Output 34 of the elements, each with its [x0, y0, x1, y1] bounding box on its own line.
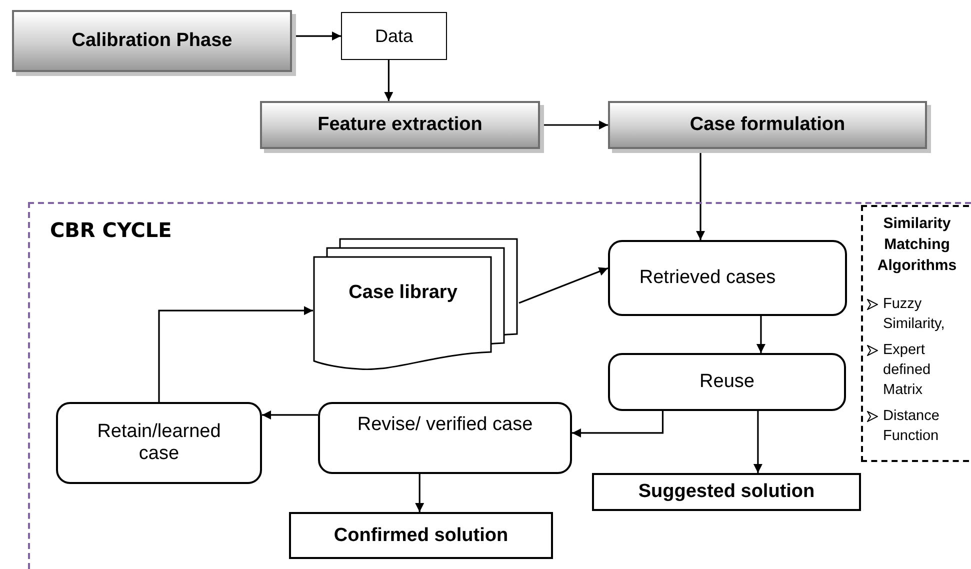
- algorithm-list-panel: [861, 205, 969, 462]
- process-box: [318, 402, 572, 474]
- result-box: [289, 512, 553, 559]
- arrow: [158, 306, 313, 402]
- list-item: Distance Function: [883, 407, 940, 446]
- node-label: Confirmed solution: [334, 524, 508, 546]
- node-label: Case library: [348, 281, 458, 305]
- node-label: Reuse: [700, 371, 754, 393]
- cycle-group-frame: [28, 202, 971, 569]
- process-box: [56, 402, 262, 484]
- node-label: Feature extraction: [318, 114, 482, 136]
- process-box: [608, 240, 847, 316]
- arrow: [518, 267, 608, 304]
- panel-heading: Similarity Matching Algorithms: [876, 214, 958, 276]
- arrow: [753, 411, 762, 473]
- arrow: [384, 60, 394, 101]
- node-label: Retrieved cases: [639, 267, 776, 289]
- node-label: Retain/learned case: [96, 421, 222, 465]
- arrow: [572, 411, 664, 438]
- list-item: Expert defined Matrix: [883, 341, 932, 400]
- node-label: Suggested solution: [638, 481, 815, 503]
- arrow: [262, 410, 318, 420]
- process-box: [608, 353, 846, 411]
- list-item: Fuzzy Similarity,: [883, 295, 946, 334]
- arrow: [415, 474, 424, 512]
- arrow: [756, 316, 766, 353]
- node-label: Revise/ verified case: [357, 414, 533, 436]
- node-label: Data: [374, 26, 414, 46]
- node-label: Calibration Phase: [72, 30, 232, 52]
- process-box: [341, 12, 447, 60]
- node-label: Case formulation: [690, 114, 846, 136]
- group-heading: CBR CYCLE: [50, 218, 172, 242]
- result-box: [592, 473, 861, 511]
- case-library-document-stack: [313, 238, 519, 370]
